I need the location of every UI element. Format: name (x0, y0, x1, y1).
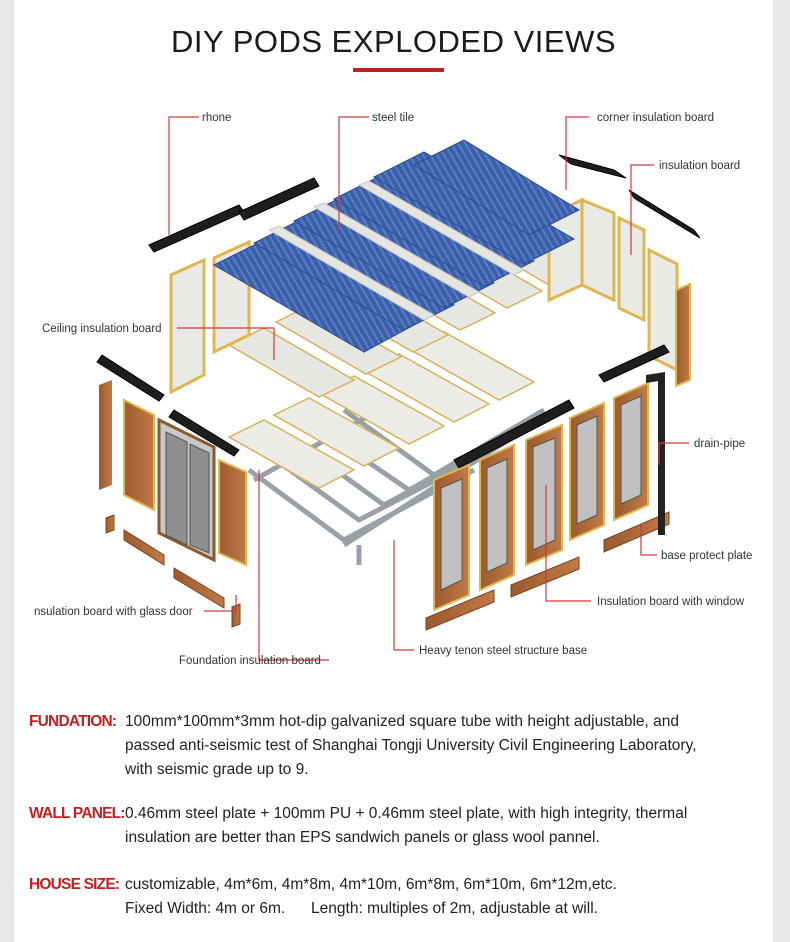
label-heavy-tenon-base: Heavy tenon steel structure base (419, 645, 587, 657)
label-steel-tile: steel tile (372, 112, 414, 124)
label-insulation-board: insulation board (659, 160, 740, 172)
spec-line: customizable, 4m*6m, 4m*8m, 4m*10m, 6m*8… (125, 876, 617, 893)
foundation-insulation-boards (227, 331, 536, 489)
label-foundation-insulation-board: Foundation insulation board (179, 655, 321, 667)
window-glass (440, 395, 642, 591)
spec-line: 0.46mm steel plate + 100mm PU + 0.46mm s… (125, 805, 688, 822)
title-underline (353, 68, 444, 72)
label-corner-insulation-board: corner insulation board (597, 112, 714, 124)
label-rhone: rhone (202, 112, 231, 124)
page-title: DIY PODS EXPLODED VIEWS (170, 24, 617, 59)
base-protect-plates (105, 511, 670, 631)
spec-value: 100mm*100mm*3mm hot-dip galvanized squar… (125, 710, 775, 782)
spec-line: Fixed Width: 4m or 6m. Length: multiples… (125, 900, 598, 917)
spec-key: HOUSE SIZE: (29, 876, 120, 893)
spec-line: insulation are better than EPS sandwich … (125, 829, 600, 846)
roof-separators (267, 180, 526, 321)
label-insulation-board-with-glass-door: nsulation board with glass door (34, 606, 193, 618)
exploded-view-diagram: rhone steel tile corner insulation board… (34, 112, 752, 667)
spec-key: WALL PANEL: (29, 805, 125, 822)
spec-line: with seismic grade up to 9. (125, 761, 309, 778)
spec-value: customizable, 4m*6m, 4m*8m, 4m*10m, 6m*8… (125, 873, 775, 921)
page: DIY PODS EXPLODED VIEWS (14, 0, 773, 942)
spec-line: passed anti-seismic test of Shanghai Ton… (125, 737, 697, 754)
spec-value: 0.46mm steel plate + 100mm PU + 0.46mm s… (125, 802, 775, 850)
label-drain-pipe: drain-pipe (694, 438, 745, 450)
rhone-gutters (96, 154, 701, 469)
label-insulation-board-with-window: Insulation board with window (597, 596, 745, 608)
drain-pipe (646, 372, 665, 535)
label-base-protect-plate: base protect plate (661, 550, 752, 562)
wall-panel-glass-door (99, 380, 247, 567)
spec-line: 100mm*100mm*3mm hot-dip galvanized squar… (125, 713, 680, 730)
spec-key: FUNDATION: (29, 713, 117, 730)
callout-lines (168, 116, 689, 661)
label-ceiling-insulation-board: Ceiling insulation board (42, 323, 162, 335)
